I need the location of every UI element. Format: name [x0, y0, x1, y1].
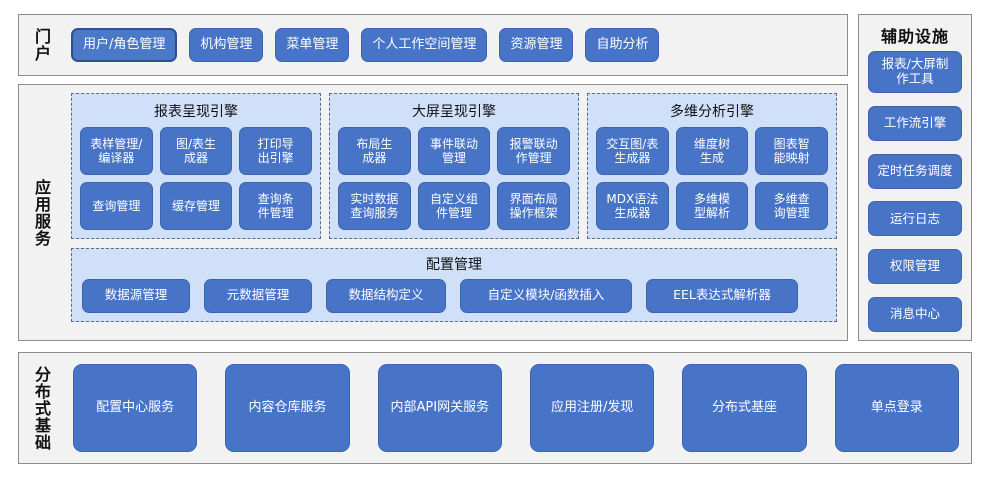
- auxiliary-facilities-list: 报表/大屏制 作工具工作流引擎定时任务调度运行日志权限管理消息中心: [868, 51, 962, 332]
- engine-module-grid: 表样管理/ 编译器图/表生 成器打印导 出引擎查询管理缓存管理查询条 件管理: [80, 127, 312, 230]
- aux-facility-button[interactable]: 报表/大屏制 作工具: [868, 51, 962, 93]
- engine-module-button[interactable]: 打印导 出引擎: [239, 127, 312, 175]
- base-service-button[interactable]: 配置中心服务: [73, 364, 198, 452]
- config-management-row: 数据源管理元数据管理数据结构定义自定义模块/函数插入 EEL表达式解析器: [82, 278, 826, 313]
- engine-box: 报表呈现引擎表样管理/ 编译器图/表生 成器打印导 出引擎查询管理缓存管理查询条…: [71, 93, 321, 239]
- engine-module-button[interactable]: 自定义组 件管理: [417, 182, 491, 230]
- base-service-button[interactable]: 内容仓库服务: [225, 364, 350, 452]
- config-management-panel: 配置管理 数据源管理元数据管理数据结构定义自定义模块/函数插入 EEL表达式解析器: [71, 248, 837, 322]
- distributed-base-panel: 分布式基础 配置中心服务内容仓库服务内部API网关服务应用注册/发现分布式基座单…: [18, 352, 972, 464]
- aux-facility-button[interactable]: 权限管理: [868, 249, 962, 285]
- engine-module-button[interactable]: 图/表生 成器: [159, 127, 233, 175]
- portal-button[interactable]: 资源管理: [499, 28, 574, 62]
- portal-button-row: 用户/角色管理机构管理菜单管理个人工作空间管理资源管理自助分析: [71, 15, 839, 75]
- engine-module-button[interactable]: MDX语法 生成器: [596, 182, 669, 230]
- engine-module-button[interactable]: 实时数据 查询服务: [338, 182, 411, 230]
- portal-button[interactable]: 自助分析: [585, 28, 660, 62]
- engine-box: 多维分析引擎交互图/表 生成器维度树 生成图表智 能映射 MDX语法 生成器多维模…: [587, 93, 837, 239]
- aux-facility-button[interactable]: 定时任务调度: [868, 153, 962, 189]
- auxiliary-facilities-title: 辅助设施: [880, 27, 949, 46]
- application-services-panel: 应用服务 报表呈现引擎表样管理/ 编译器图/表生 成器打印导 出引擎查询管理缓存…: [18, 84, 848, 341]
- portal-button[interactable]: 个人工作空间管理: [361, 28, 488, 62]
- auxiliary-facilities-panel: 辅助设施 报表/大屏制 作工具工作流引擎定时任务调度运行日志权限管理消息中心: [858, 14, 972, 341]
- portal-section-label: 门户: [31, 28, 51, 62]
- engine-module-button[interactable]: 维度树 生成: [675, 127, 749, 175]
- base-service-button[interactable]: 应用注册/发现: [529, 364, 655, 452]
- base-service-button[interactable]: 内部API网关服务: [377, 364, 502, 452]
- aux-facility-button[interactable]: 运行日志: [868, 201, 962, 237]
- portal-button[interactable]: 用户/角色管理: [71, 28, 178, 62]
- engine-title: 大屏呈现引擎: [412, 104, 496, 120]
- engine-module-button[interactable]: 缓存管理: [159, 182, 233, 230]
- engine-module-button[interactable]: 事件联动 管理: [417, 127, 491, 175]
- config-module-button[interactable]: 数据结构定义: [326, 278, 446, 313]
- application-services-label: 应用服务: [31, 178, 51, 247]
- engine-module-button[interactable]: 查询条 件管理: [239, 182, 312, 230]
- engine-module-button[interactable]: 表样管理/ 编译器: [80, 127, 153, 175]
- engine-module-button[interactable]: 布局生 成器: [338, 127, 411, 175]
- engine-title: 报表呈现引擎: [154, 104, 238, 120]
- base-service-button[interactable]: 单点登录: [834, 364, 959, 452]
- engine-module-button[interactable]: 多维查 询管理: [755, 182, 828, 230]
- config-management-title: 配置管理: [426, 257, 482, 273]
- engine-module-button[interactable]: 报警联动 作管理: [497, 127, 570, 175]
- config-module-button[interactable]: 自定义模块/函数插入: [460, 278, 632, 313]
- aux-facility-button[interactable]: 消息中心: [868, 296, 962, 332]
- engine-box: 大屏呈现引擎布局生 成器事件联动 管理报警联动 作管理实时数据 查询服务自定义组…: [329, 93, 579, 239]
- engine-module-grid: 布局生 成器事件联动 管理报警联动 作管理实时数据 查询服务自定义组 件管理界面…: [338, 127, 570, 230]
- engine-title: 多维分析引擎: [670, 104, 754, 120]
- config-module-button[interactable]: 元数据管理: [204, 278, 312, 313]
- base-service-button[interactable]: 分布式基座: [682, 364, 807, 452]
- portal-panel: 门户 用户/角色管理机构管理菜单管理个人工作空间管理资源管理自助分析: [18, 14, 848, 76]
- portal-button[interactable]: 菜单管理: [275, 28, 350, 62]
- engine-module-button[interactable]: 多维模 型解析: [675, 182, 749, 230]
- engine-module-grid: 交互图/表 生成器维度树 生成图表智 能映射 MDX语法 生成器多维模 型解析多维…: [596, 127, 828, 230]
- portal-button[interactable]: 机构管理: [189, 28, 264, 62]
- engine-module-button[interactable]: 查询管理: [80, 182, 153, 230]
- engine-group: 报表呈现引擎表样管理/ 编译器图/表生 成器打印导 出引擎查询管理缓存管理查询条…: [71, 93, 837, 239]
- aux-facility-button[interactable]: 工作流引擎: [868, 105, 962, 141]
- config-module-button[interactable]: EEL表达式解析器: [646, 278, 798, 313]
- distributed-base-row: 配置中心服务内容仓库服务内部API网关服务应用注册/发现分布式基座单点登录: [73, 364, 959, 452]
- engine-module-button[interactable]: 图表智 能映射: [755, 127, 828, 175]
- application-services-body: 报表呈现引擎表样管理/ 编译器图/表生 成器打印导 出引擎查询管理缓存管理查询条…: [71, 93, 837, 332]
- distributed-base-label: 分布式基础: [31, 365, 51, 451]
- engine-module-button[interactable]: 交互图/表 生成器: [596, 127, 669, 175]
- engine-module-button[interactable]: 界面布局 操作框架: [497, 182, 570, 230]
- config-module-button[interactable]: 数据源管理: [82, 278, 190, 313]
